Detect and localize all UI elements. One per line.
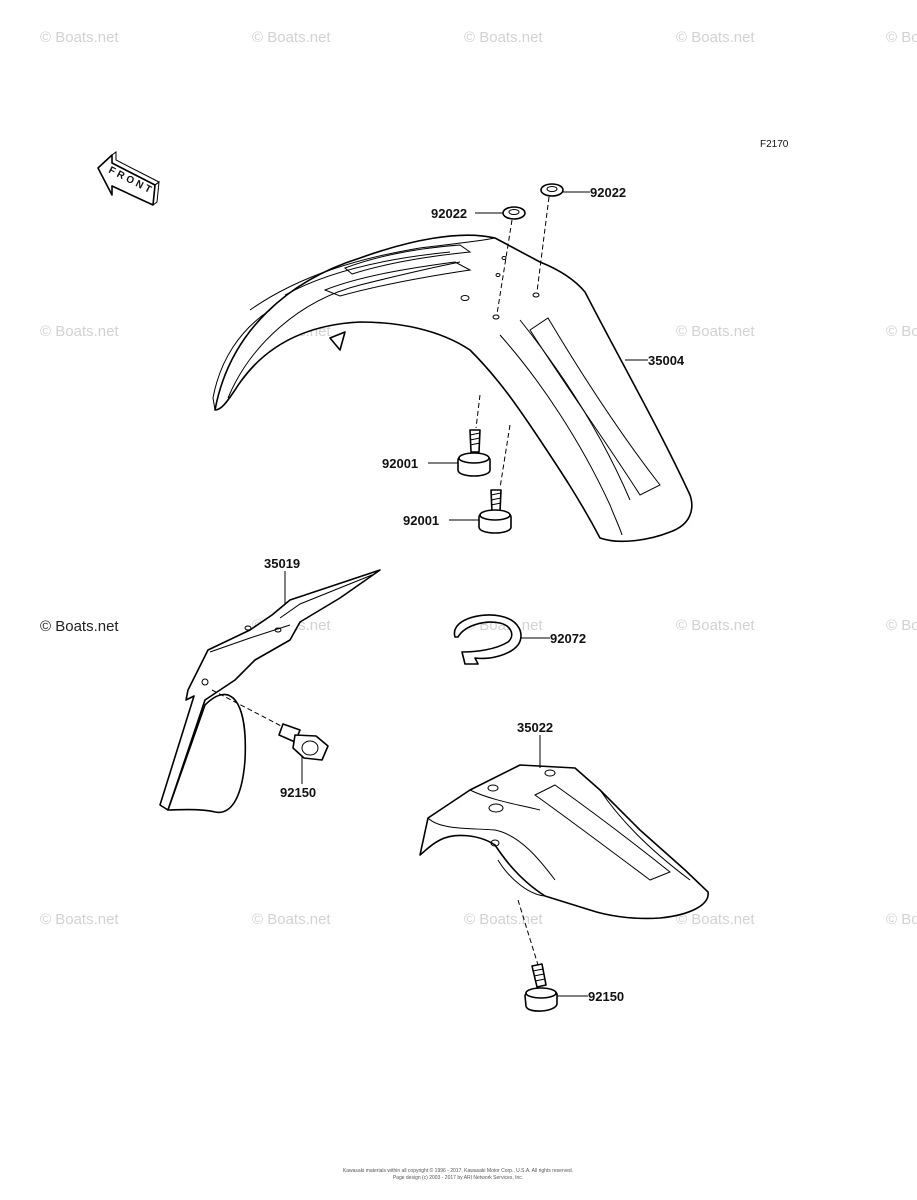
bolt-92001-upper-part bbox=[457, 394, 491, 477]
watermark: © Boats.net bbox=[464, 911, 543, 928]
watermark: © Boats.net bbox=[676, 323, 755, 340]
part-label-92022[interactable]: 92022 bbox=[431, 206, 467, 221]
front-fender-part bbox=[212, 234, 693, 543]
watermark-dark: © Boats.net bbox=[40, 618, 119, 635]
part-label-92150[interactable]: 92150 bbox=[588, 989, 624, 1004]
bracket-35019-part bbox=[159, 569, 381, 814]
part-label-35019[interactable]: 35019 bbox=[264, 556, 300, 571]
watermark: © Boats.net bbox=[40, 323, 119, 340]
part-label-35022[interactable]: 35022 bbox=[517, 720, 553, 735]
diagram-code: F2170 bbox=[760, 139, 789, 150]
part-label-92150[interactable]: 92150 bbox=[280, 785, 316, 800]
footer-design: Page design (c) 2003 - 2017 by ARI Netwo… bbox=[393, 1175, 523, 1181]
watermark: © Boats.net bbox=[464, 29, 543, 46]
bolt-92150-lower-part bbox=[517, 899, 558, 1012]
part-label-92001[interactable]: 92001 bbox=[403, 513, 439, 528]
watermark: © Boats.net bbox=[252, 29, 331, 46]
fender-35022-part bbox=[419, 764, 709, 920]
bolt-92150-upper-part bbox=[211, 689, 329, 761]
clamp-92072-part bbox=[453, 614, 522, 665]
leader-lines bbox=[284, 191, 648, 997]
footer-copyright: Kawasaki materials within all copyright … bbox=[343, 1167, 573, 1174]
watermark: © Boats.net bbox=[252, 911, 331, 928]
watermark: © Boats.net bbox=[40, 29, 119, 46]
part-label-92022[interactable]: 92022 bbox=[590, 185, 626, 200]
watermark: © Boats.net bbox=[676, 617, 755, 634]
watermark: © Boats.net bbox=[886, 29, 917, 46]
watermark: © Boats.net bbox=[40, 911, 119, 928]
watermark: © Boats.net bbox=[676, 29, 755, 46]
watermark: © Boats.net bbox=[886, 911, 917, 928]
bolt-92001-lower-part bbox=[478, 424, 512, 534]
part-label-35004[interactable]: 35004 bbox=[648, 353, 685, 368]
part-label-92072[interactable]: 92072 bbox=[550, 631, 586, 646]
watermark: © Boats.net bbox=[886, 617, 917, 634]
part-label-92001[interactable]: 92001 bbox=[382, 456, 418, 471]
washer-92022-upper-part bbox=[536, 183, 564, 293]
watermark: © Boats.net bbox=[676, 911, 755, 928]
watermark: © Boats.net bbox=[886, 323, 917, 340]
front-arrow-icon: FRONT bbox=[97, 151, 160, 206]
